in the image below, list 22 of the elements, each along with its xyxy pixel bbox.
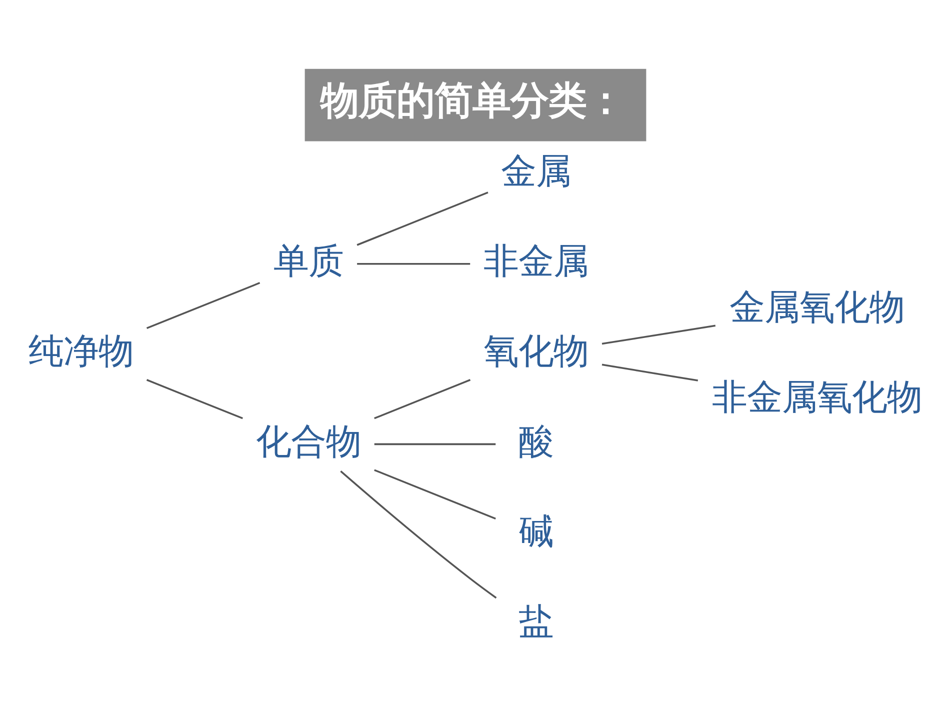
connector — [356, 262, 470, 264]
node-text: 盐 — [518, 601, 554, 642]
connector — [356, 191, 488, 246]
connector — [374, 442, 496, 445]
connector — [146, 378, 242, 419]
node-text: 碱 — [518, 511, 554, 552]
node-text: 金属氧化物 — [728, 286, 904, 328]
connector — [374, 378, 470, 419]
connector — [146, 282, 260, 329]
connector — [374, 468, 496, 520]
diagram-title: 物质的简单分类： — [320, 78, 624, 124]
node-text: 非金属氧化物 — [711, 376, 922, 418]
node-text: 金属 — [500, 150, 571, 192]
node-text: 酸 — [518, 420, 554, 462]
connector — [340, 470, 496, 598]
node-text: 化合物 — [256, 420, 361, 462]
connector — [601, 363, 698, 381]
connector — [601, 324, 716, 344]
node-text: 单质 — [273, 240, 344, 282]
node-text: 纯净物 — [28, 330, 133, 372]
node-text: 氧化物 — [483, 330, 588, 372]
node-text: 非金属 — [483, 240, 588, 282]
